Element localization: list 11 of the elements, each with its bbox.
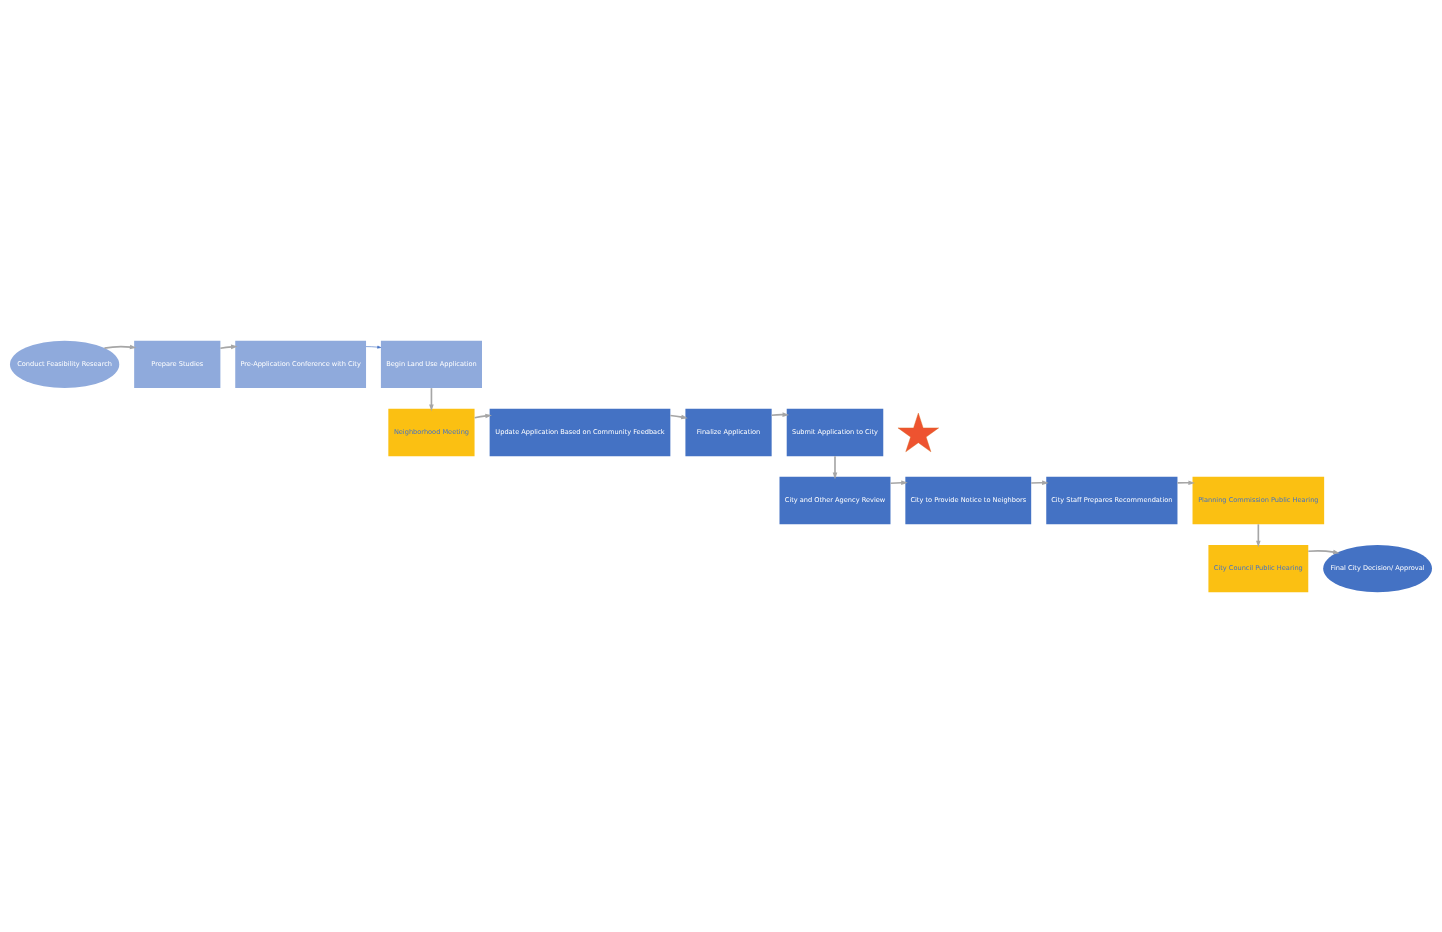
arrow — [669, 414, 688, 419]
arrow — [832, 454, 838, 479]
arrow — [365, 345, 382, 349]
arrow — [770, 411, 790, 417]
arrow — [889, 479, 908, 485]
arrow — [1030, 479, 1049, 485]
arrow — [1307, 549, 1340, 554]
arrow — [1176, 479, 1195, 485]
arrow — [219, 344, 238, 349]
arrow — [103, 344, 137, 349]
node-star — [897, 412, 939, 452]
